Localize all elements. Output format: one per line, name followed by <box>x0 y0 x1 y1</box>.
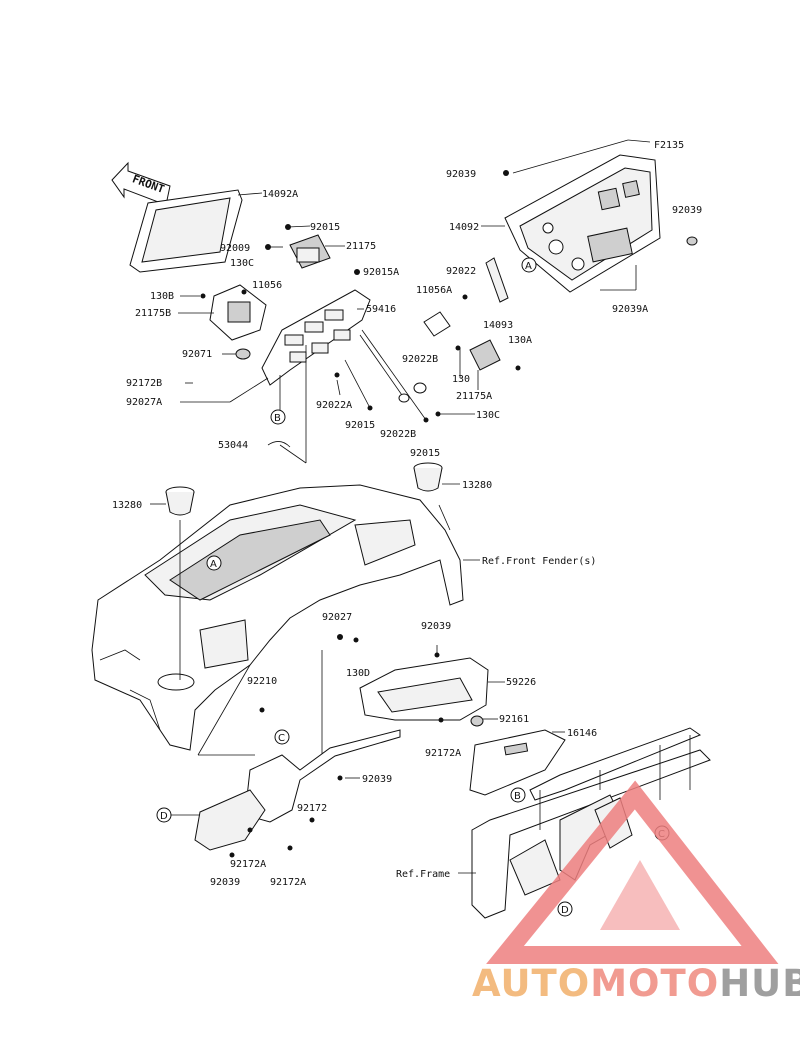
svg-text:D: D <box>561 905 569 916</box>
part-59226: 59226 <box>506 677 536 688</box>
meter-cover-14092a <box>129 189 263 273</box>
part-13280-right: 13280 <box>462 480 492 491</box>
part-14093: 14093 <box>483 320 513 331</box>
part-92039-low: 92039 <box>362 774 392 785</box>
callout-b-frame: B <box>510 787 526 803</box>
cup-holder-right <box>413 462 460 492</box>
ref-frame: Ref.Frame <box>396 869 450 880</box>
svg-text:C: C <box>278 733 285 744</box>
part-92039-top: 92039 <box>446 169 476 180</box>
part-92210: 92210 <box>247 676 277 687</box>
panel-16146 <box>469 729 566 796</box>
part-14092: 14092 <box>449 222 479 233</box>
bracket-rail <box>194 729 401 851</box>
callout-b-upper: B <box>270 409 286 425</box>
meter-21175 <box>265 224 345 269</box>
part-21175: 21175 <box>346 241 376 252</box>
part-14092a: 14092A <box>262 189 298 200</box>
part-92022a: 92022A <box>316 400 352 411</box>
part-92015a: 92015A <box>363 267 399 278</box>
part-11056a: 11056A <box>416 285 452 296</box>
part-92039-right: 92039 <box>672 205 702 216</box>
part-92172a-1: 92172A <box>230 859 266 870</box>
part-92015-top: 92015 <box>310 222 340 233</box>
svg-text:A: A <box>525 261 532 272</box>
part-130a: 130A <box>508 335 532 346</box>
front-arrow: FRONT <box>111 161 171 206</box>
part-92022: 92022 <box>446 266 476 277</box>
watermark-hub: HUB <box>719 962 800 1005</box>
part-92161: 92161 <box>499 714 529 725</box>
watermark-triangle <box>486 780 779 964</box>
cup-holder-left <box>150 486 195 516</box>
part-92009: 92009 <box>220 243 250 254</box>
part-92015-low: 92015 <box>410 448 440 459</box>
dash-panel <box>91 484 464 751</box>
part-130c-right: 130C <box>476 410 500 421</box>
callout-a-dash: A <box>206 555 222 571</box>
part-53044: 53044 <box>218 440 248 451</box>
part-130d: 130D <box>346 668 370 679</box>
callout-c-mid: C <box>274 729 290 745</box>
part-92027: 92027 <box>322 612 352 623</box>
part-130: 130 <box>452 374 470 385</box>
watermark-moto: MOTO <box>590 962 719 1005</box>
callout-a-upper: A <box>521 257 537 273</box>
svg-text:AUTOMOTOHUB: AUTOMOTOHUB <box>472 962 800 1005</box>
knob-92071 <box>222 348 251 360</box>
svg-text:A: A <box>210 559 217 570</box>
part-11056: 11056 <box>252 280 282 291</box>
part-13280-left: 13280 <box>112 500 142 511</box>
callout-d-frame: D <box>557 901 573 917</box>
part-92039-mid: 92039 <box>421 621 451 632</box>
storage-box-59226 <box>359 657 489 721</box>
part-92015-mid: 92015 <box>345 420 375 431</box>
part-92071: 92071 <box>182 349 212 360</box>
part-92172a-mid: 92172A <box>425 748 461 759</box>
part-92039-bottom: 92039 <box>210 877 240 888</box>
automotohub-watermark: AUTOMOTOHUB <box>472 780 800 1005</box>
part-92172: 92172 <box>297 803 327 814</box>
part-92022b-1: 92022B <box>402 354 438 365</box>
part-130b: 130B <box>150 291 174 302</box>
part-92039a: 92039A <box>612 304 648 315</box>
part-92172a-2: 92172A <box>270 877 306 888</box>
callout-d-left: D <box>156 807 172 823</box>
watermark-auto: AUTO <box>472 962 590 1005</box>
svg-text:B: B <box>274 413 281 424</box>
wiring-board-59416 <box>180 269 371 403</box>
part-59416: 59416 <box>366 304 396 315</box>
part-130c-top: 130C <box>230 258 254 269</box>
part-92022b-2: 92022B <box>380 429 416 440</box>
switch-21175b <box>178 284 267 341</box>
vehicle-frame <box>471 727 711 919</box>
part-16146: 16146 <box>567 728 597 739</box>
ref-front-fender: Ref.Front Fender(s) <box>482 556 596 567</box>
part-92172b: 92172B <box>126 378 162 389</box>
part-92027a: 92027A <box>126 397 162 408</box>
diagram-code: F2135 <box>654 140 684 151</box>
svg-text:D: D <box>160 811 168 822</box>
meter-panel-14092 <box>504 139 661 293</box>
part-21175b: 21175B <box>135 308 171 319</box>
part-21175a: 21175A <box>456 391 492 402</box>
svg-text:B: B <box>514 791 521 802</box>
